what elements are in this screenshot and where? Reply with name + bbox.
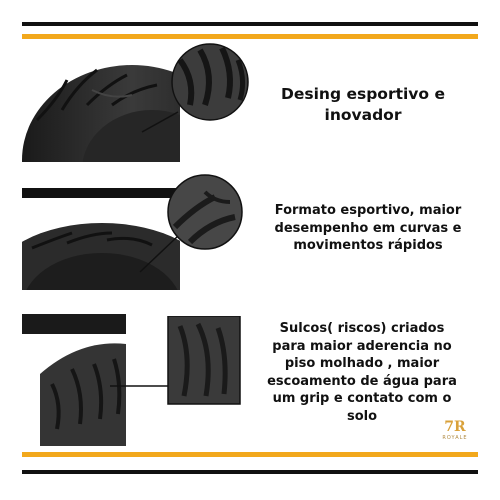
brand-logo: 7R ROYALE [440,420,470,446]
caption-first: Desing esportivo e inovador [281,85,445,124]
logo-mark: 7R [444,419,466,435]
top-stripe-black [22,22,478,26]
logo-text: ROYALE [442,435,468,441]
tire-photo-side [22,50,180,162]
bottom-stripe-gold [22,452,478,457]
caption-third: Sulcos( riscos) criados para maior adere… [267,321,457,424]
tire-photo-front [22,188,180,290]
tread-detail-3 [110,316,250,416]
tread-detail-2 [120,172,250,282]
top-stripe-gold [22,34,478,39]
tire-photo-tread [22,314,180,446]
caption-second: Formato esportivo, maior desempenho em c… [274,203,462,254]
tread-detail-1 [100,40,250,150]
bottom-stripe-black [22,470,478,474]
